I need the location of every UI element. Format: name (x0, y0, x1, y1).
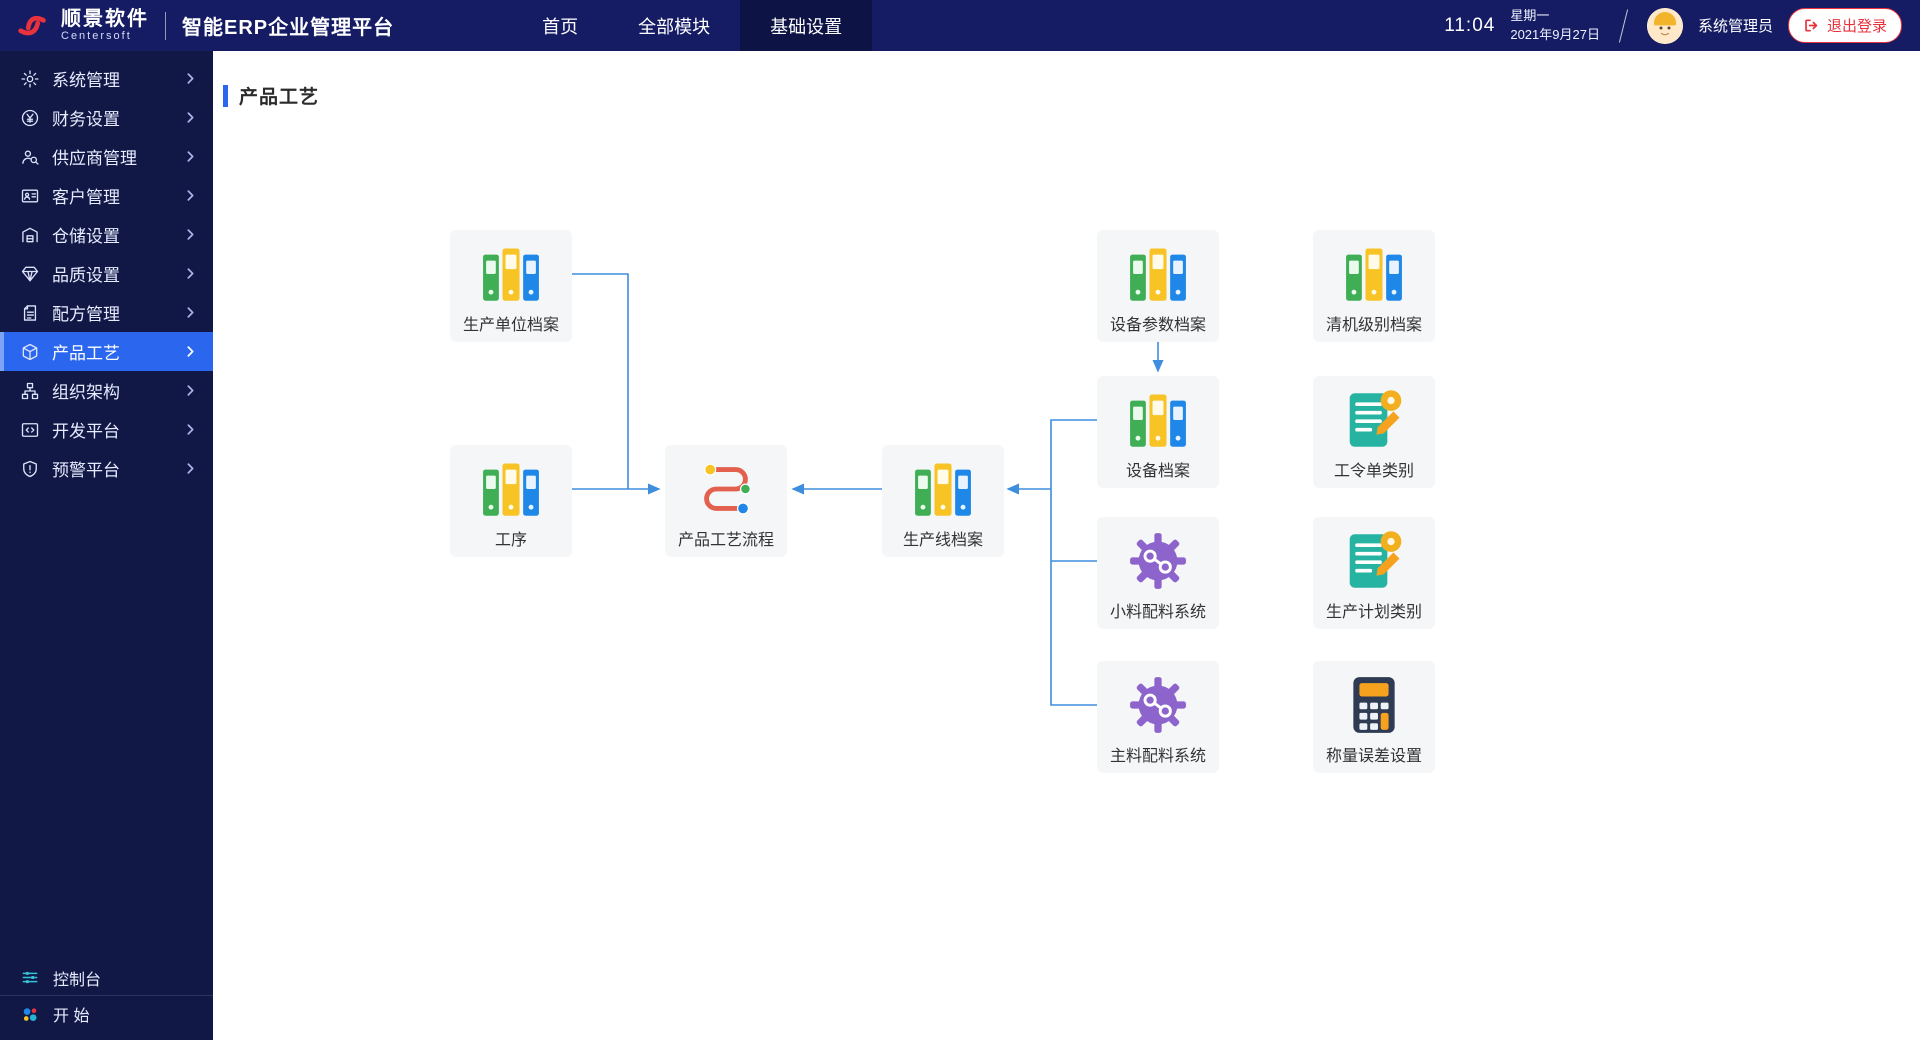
page-title-row: 产品工艺 (223, 82, 319, 109)
nav-item-all-modules[interactable]: 全部模块 (638, 16, 711, 37)
logo-icon (14, 7, 52, 45)
console-icon (20, 968, 40, 988)
diagram-node-work-order-category[interactable]: 工令单类别 (1313, 376, 1435, 488)
diagram-node-production-unit-archive[interactable]: 生产单位档案 (450, 230, 572, 342)
sidebar-item-finance-settings[interactable]: 财务设置 (0, 98, 213, 137)
recipe-icon (20, 303, 40, 323)
dev-icon (20, 420, 40, 440)
product-icon (20, 342, 40, 362)
diagram-node-weighing-error-setting[interactable]: 称量误差设置 (1313, 661, 1435, 773)
finance-icon (20, 108, 40, 128)
logo-subtitle: Centersoft (61, 30, 132, 43)
sidebar-item-product-process[interactable]: 产品工艺 (0, 332, 213, 371)
sidebar-menu: 系统管理 财务设置 供应商管理 客户管理 仓储设置 品质设置 配方管理 (0, 51, 213, 488)
sidebar-item-recipe-mgmt[interactable]: 配方管理 (0, 293, 213, 332)
sidebar-item-warehouse-settings[interactable]: 仓储设置 (0, 215, 213, 254)
sidebar-item-customer-mgmt[interactable]: 客户管理 (0, 176, 213, 215)
diagram-node-product-process-flow[interactable]: 产品工艺流程 (665, 445, 787, 557)
sidebar-item-supplier-mgmt[interactable]: 供应商管理 (0, 137, 213, 176)
org-icon (20, 381, 40, 401)
sidebar-footer: 控制台 开 始 (0, 960, 213, 1032)
chevron-right-icon (184, 228, 197, 241)
diagram-node-production-plan-category[interactable]: 生产计划类别 (1313, 517, 1435, 629)
binders-icon (1124, 240, 1192, 308)
chevron-right-icon (184, 150, 197, 163)
alert-icon (20, 459, 40, 479)
date-label: 2021年9月27日 (1510, 26, 1600, 42)
start-icon (20, 1004, 40, 1024)
header-slash-divider (1618, 8, 1629, 43)
binders-icon (477, 455, 545, 523)
top-header: 顺景软件 Centersoft 智能ERP企业管理平台 首页 全部模块 基础设置 1… (0, 0, 1920, 51)
chevron-right-icon (184, 462, 197, 475)
diagram-node-production-line-archive[interactable]: 生产线档案 (882, 445, 1004, 557)
header-divider (165, 11, 166, 40)
diagram-edge-4 (1050, 419, 1097, 706)
diagram-edge-0 (572, 273, 629, 489)
quality-icon (20, 264, 40, 284)
chevron-right-icon (184, 111, 197, 124)
chevron-right-icon (184, 345, 197, 358)
sidebar-item-system-mgmt[interactable]: 系统管理 (0, 59, 213, 98)
sidebar: 系统管理 财务设置 供应商管理 客户管理 仓储设置 品质设置 配方管理 (0, 51, 213, 1040)
sidebar-item-dev-platform[interactable]: 开发平台 (0, 410, 213, 449)
sidebar-item-org-structure[interactable]: 组织架构 (0, 371, 213, 410)
gear-icon (20, 69, 40, 89)
diagram-node-process[interactable]: 工序 (450, 445, 572, 557)
diagram-node-cleaning-level-archive[interactable]: 清机级别档案 (1313, 230, 1435, 342)
chevron-right-icon (184, 72, 197, 85)
diagram-node-minor-ingredient-system[interactable]: 小料配料系统 (1097, 517, 1219, 629)
header-nav: 首页 全部模块 基础设置 (512, 0, 873, 51)
diagram-edges (572, 273, 1164, 706)
gear-node-icon (1124, 527, 1192, 595)
warehouse-icon (20, 225, 40, 245)
title-accent-bar (223, 84, 228, 107)
chevron-right-icon (184, 423, 197, 436)
chevron-right-icon (184, 384, 197, 397)
diagram-node-major-ingredient-system[interactable]: 主料配料系统 (1097, 661, 1219, 773)
clock-time: 11:04 (1444, 14, 1496, 36)
date-block: 星期一 2021年9月27日 (1510, 7, 1600, 43)
logo-name: 顺景软件 (61, 8, 149, 31)
diagram-node-equipment-parameter-archive[interactable]: 设备参数档案 (1097, 230, 1219, 342)
doc-icon (1340, 386, 1408, 454)
logout-label: 退出登录 (1826, 18, 1887, 35)
calc-icon (1340, 671, 1408, 739)
nav-item-basic-settings[interactable]: 基础设置 (740, 0, 873, 51)
doc-icon (1340, 527, 1408, 595)
supplier-icon (20, 147, 40, 167)
header-right: 11:04 星期一 2021年9月27日 系统管理员 退出登录 (1444, 0, 1920, 51)
user-avatar[interactable] (1646, 7, 1683, 44)
gear-node-icon (1124, 671, 1192, 739)
binders-icon (477, 240, 545, 308)
binders-icon (1124, 386, 1192, 454)
chevron-right-icon (184, 189, 197, 202)
nav-item-home[interactable]: 首页 (542, 16, 579, 37)
sidebar-item-alert-platform[interactable]: 预警平台 (0, 449, 213, 488)
app-logo[interactable]: 顺景软件 Centersoft (14, 7, 149, 45)
binders-icon (909, 455, 977, 523)
diagram-canvas: 生产单位档案 工序 产品工艺流程 生产线档案 设备参数档案 设备档案 小料配料系… (213, 51, 1920, 1040)
user-name: 系统管理员 (1697, 18, 1773, 35)
customer-icon (20, 186, 40, 206)
logout-icon (1803, 17, 1820, 34)
chevron-right-icon (184, 267, 197, 280)
sidebar-item-quality-settings[interactable]: 品质设置 (0, 254, 213, 293)
page-title: 产品工艺 (239, 87, 320, 108)
weekday-label: 星期一 (1510, 8, 1550, 24)
main-content: 产品工艺 生产单位档案 工序 产品工艺流程 生产线档案 设备参数档案 (213, 51, 1920, 1040)
diagram-node-equipment-archive[interactable]: 设备档案 (1097, 376, 1219, 488)
sidebar-footer-console[interactable]: 控制台 (0, 960, 213, 996)
app-title: 智能ERP企业管理平台 (182, 17, 395, 39)
sidebar-footer-start[interactable]: 开 始 (0, 996, 213, 1032)
binders-icon (1340, 240, 1408, 308)
flow-icon (692, 455, 760, 523)
chevron-right-icon (184, 306, 197, 319)
logout-button[interactable]: 退出登录 (1787, 8, 1902, 43)
